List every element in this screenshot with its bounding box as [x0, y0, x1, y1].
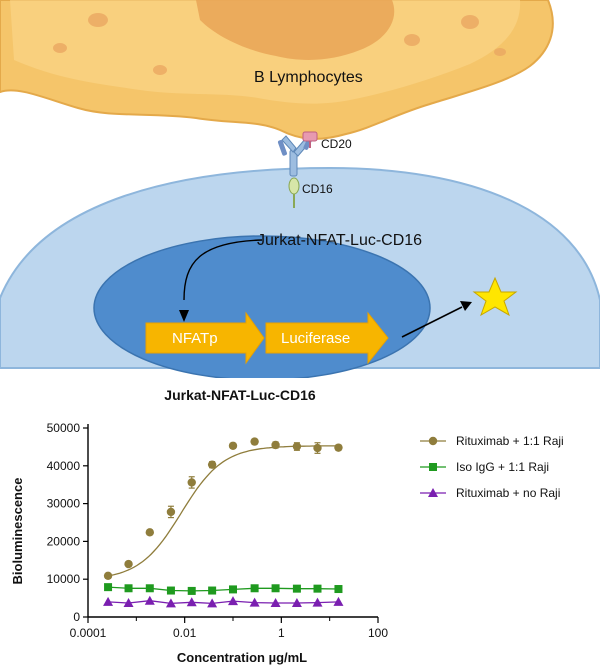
- legend-marker: [428, 488, 438, 497]
- x-tick-label: 100: [368, 626, 388, 640]
- data-point: [207, 460, 217, 469]
- data-point: [313, 443, 322, 453]
- luciferase-label: Luciferase: [281, 330, 350, 347]
- nfatp-arrow: [145, 311, 265, 365]
- nfatp-label: NFATp: [172, 330, 218, 347]
- data-point: [186, 597, 197, 607]
- data-point: [271, 440, 280, 450]
- legend-marker: [429, 463, 437, 471]
- data-point: [187, 478, 196, 487]
- data-point: [144, 595, 155, 605]
- chart-title: Jurkat-NFAT-Luc-CD16: [164, 387, 316, 403]
- antibody-icon: [277, 134, 314, 177]
- data-point: [187, 586, 196, 595]
- data-point: [249, 597, 260, 607]
- x-tick-label: 0.0001: [70, 626, 107, 640]
- data-point: [208, 586, 217, 595]
- dose-response-chart: Jurkat-NFAT-Luc-CD16 Bioluminescence Con…: [10, 387, 564, 665]
- data-point: [228, 596, 238, 606]
- chart-axes: 0 10000 20000 30000 40000 50000 0.0001 0.01 1 100: [47, 421, 389, 640]
- legend-label: Rituximab + 1:1 Raji: [456, 434, 564, 448]
- jurkat-label: Jurkat-NFAT-Luc-CD16: [257, 232, 422, 249]
- data-point: [207, 598, 218, 608]
- series-2: [104, 583, 343, 595]
- data-point: [103, 596, 114, 606]
- data-point: [333, 596, 344, 606]
- series-1: [103, 437, 343, 580]
- light-star-icon: [472, 276, 518, 317]
- cd16-label: CD16: [302, 182, 333, 196]
- data-point: [292, 442, 302, 451]
- data-point: [104, 583, 113, 592]
- data-point: [103, 571, 113, 580]
- data-point: [270, 598, 281, 608]
- chart-plot-area: [103, 437, 344, 608]
- y-tick-label: 10000: [47, 572, 81, 586]
- series-curve: [107, 445, 339, 577]
- data-point: [313, 584, 322, 593]
- data-point: [334, 443, 343, 452]
- data-point: [250, 437, 259, 446]
- data-point: [145, 584, 154, 593]
- data-point: [334, 585, 343, 594]
- signal-arrow: [183, 239, 263, 301]
- legend-label: Iso IgG + 1:1 Raji: [456, 460, 549, 474]
- data-point: [166, 507, 176, 517]
- data-point: [271, 584, 280, 593]
- legend-item: Rituximab + no Raji: [420, 486, 560, 500]
- data-point: [124, 559, 133, 569]
- b-lymphocyte-label: B Lymphocytes: [254, 69, 363, 86]
- legend-label: Rituximab + no Raji: [456, 486, 560, 500]
- y-axis-label: Bioluminescence: [10, 478, 25, 585]
- b-cell-organelles: [53, 13, 506, 75]
- y-tick-label: 50000: [47, 421, 81, 435]
- data-point: [228, 441, 238, 450]
- y-tick-label: 30000: [47, 497, 81, 511]
- series-3: [103, 595, 344, 608]
- b-cell-nucleus: [196, 0, 395, 60]
- y-tick-label: 40000: [47, 459, 81, 473]
- x-tick-label: 1: [278, 626, 285, 640]
- assay-illustration: B Lymphocytes CD20 CD16 Jurkat-NFAT-Luc-…: [0, 0, 600, 378]
- cd16-receptor-icon: [288, 177, 300, 208]
- data-point: [124, 584, 133, 593]
- output-arrowhead: [460, 301, 472, 311]
- data-point: [165, 598, 176, 608]
- data-point: [312, 597, 323, 607]
- data-point: [123, 598, 134, 608]
- y-tick-label: 20000: [47, 534, 81, 548]
- cd20-label: CD20: [321, 137, 352, 151]
- legend-item: Rituximab + 1:1 Raji: [420, 434, 564, 448]
- signal-arrowhead: [179, 310, 189, 322]
- cd20-receptor-icon: [302, 131, 318, 148]
- data-point: [229, 585, 237, 594]
- series-curve: [108, 586, 339, 592]
- jurkat-nucleus: [93, 235, 431, 378]
- data-point: [145, 528, 155, 537]
- x-axis-label: Concentration µg/mL: [177, 650, 307, 665]
- data-point: [291, 598, 302, 608]
- data-point: [292, 584, 301, 593]
- legend-item: Iso IgG + 1:1 Raji: [420, 460, 549, 474]
- legend-marker: [428, 436, 438, 446]
- luciferase-arrow: [265, 311, 389, 365]
- series-curve: [108, 600, 339, 605]
- data-point: [250, 584, 259, 593]
- output-arrow: [401, 306, 463, 338]
- x-tick-label: 0.01: [173, 626, 197, 640]
- y-tick-label: 0: [73, 610, 80, 624]
- data-point: [166, 586, 175, 595]
